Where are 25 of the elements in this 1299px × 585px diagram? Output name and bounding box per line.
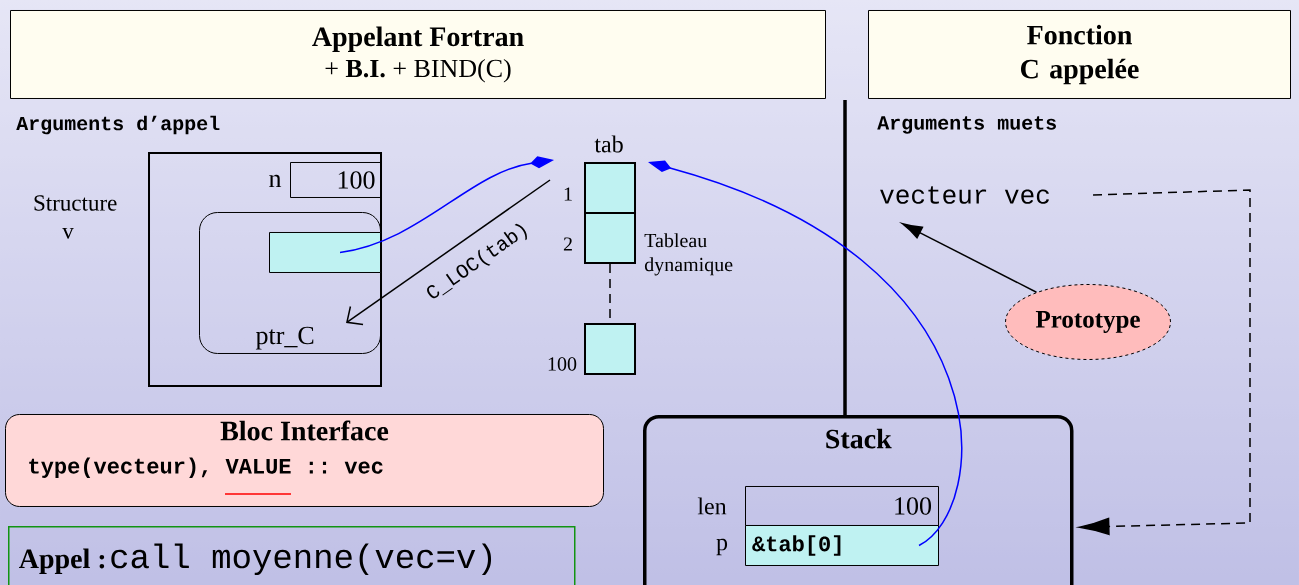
node-label: 2 (563, 237, 572, 251)
array-cell (584, 212, 636, 264)
structure-box (148, 152, 382, 387)
node-label: 100 (548, 357, 577, 371)
node-label: n (269, 174, 282, 188)
pointer-field (269, 232, 381, 273)
arrow (901, 223, 1038, 293)
node-label: Structure v (34, 195, 117, 239)
value-field: 100 (290, 162, 381, 198)
argument-text: vecteur vec (880, 186, 1049, 204)
array-cell (584, 323, 636, 375)
node-label: 1 (564, 187, 572, 201)
interface-box: Bloc Interface type(vecteur), VALUE :: vec (5, 414, 604, 507)
node-label: p (716, 538, 728, 556)
node-label: Tableau dynamique (644, 233, 733, 276)
call-box: Appel : call moyenne(vec=v) (8, 526, 576, 585)
header-box: Appelant Fortran + B.I. + BIND(C) (10, 10, 826, 99)
arrow (346, 179, 551, 326)
section-label: Arguments muets (877, 116, 1056, 134)
node-label: len (697, 497, 727, 515)
array-cell (584, 162, 636, 214)
pointer-field: &tab[0] (745, 525, 939, 566)
node-label: tab (594, 135, 623, 153)
header-box: Fonction C appelée (868, 10, 1291, 99)
pointer-box: ptr_C (199, 212, 381, 354)
